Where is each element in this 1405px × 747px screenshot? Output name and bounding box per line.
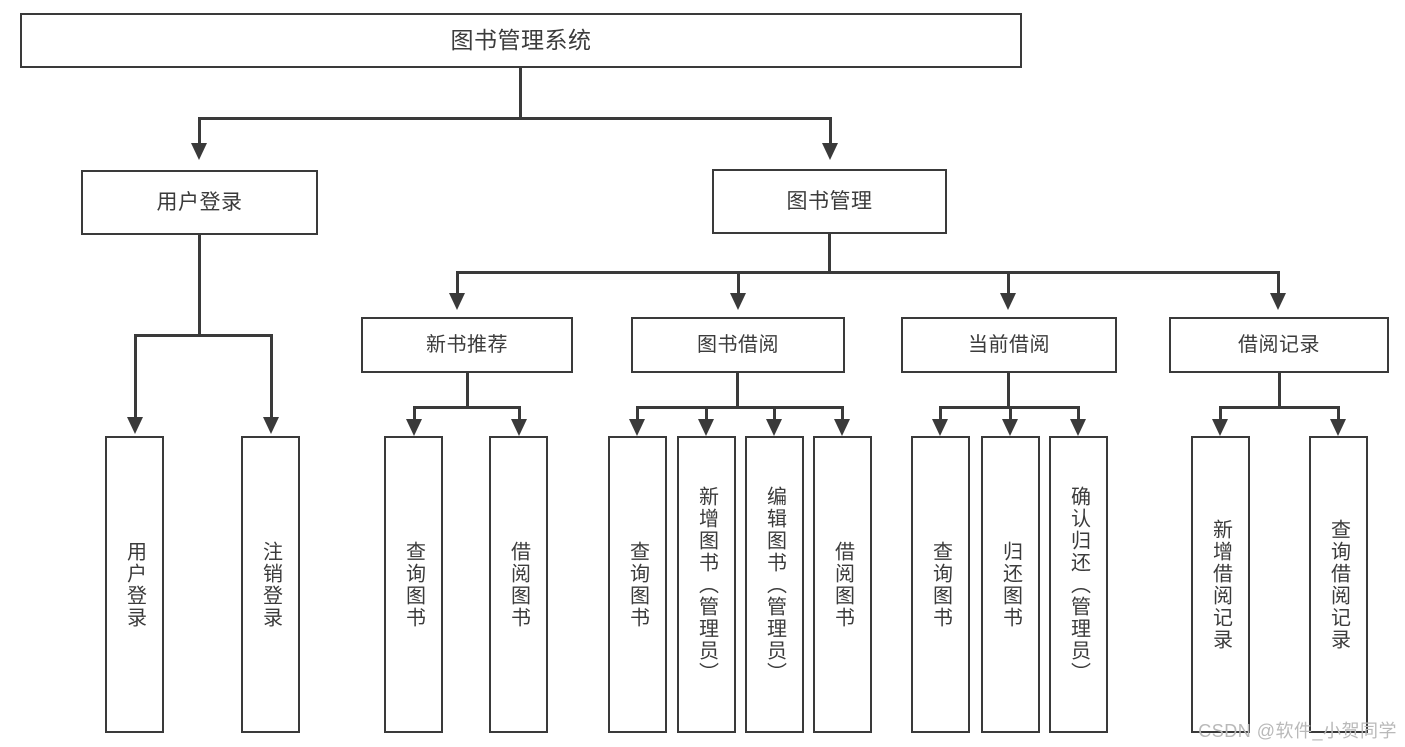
node-label: 借阅图书: [507, 540, 530, 629]
connector-bb-drop-3: [773, 406, 776, 420]
arrowhead-leaf-edit-book: [766, 419, 782, 436]
arrowhead-user-login: [191, 143, 207, 160]
connector-newbook-drop-2: [518, 406, 521, 420]
node-label: 新增借阅记录: [1209, 518, 1232, 651]
leaf-user-login[interactable]: 用户登录: [105, 436, 164, 733]
node-label: 当前借阅: [968, 333, 1050, 356]
arrowhead-leaf-borrow-book-2: [834, 419, 850, 436]
connector-bm-drop-4: [1277, 271, 1280, 295]
arrowhead-leaf-add-book: [698, 419, 714, 436]
arrowhead-borrow-record: [1270, 293, 1286, 310]
connector-user-login-bus: [134, 334, 273, 337]
connector-root-bus: [198, 117, 832, 120]
node-label: 查询图书: [929, 540, 952, 629]
connector-newbook-drop-1: [413, 406, 416, 420]
connector-bb-drop-4: [841, 406, 844, 420]
node-label: 图书管理: [786, 189, 873, 213]
connector-user-login-stem: [198, 235, 201, 335]
leaf-confirm-return-admin[interactable]: 确认归还（管理员）: [1049, 436, 1108, 733]
leaf-query-book-borrow[interactable]: 查询图书: [608, 436, 667, 733]
leaf-query-book-current[interactable]: 查询图书: [911, 436, 970, 733]
arrowhead-leaf-confirm-return: [1070, 419, 1086, 436]
node-label: 归还图书: [999, 540, 1022, 629]
leaf-return-book[interactable]: 归还图书: [981, 436, 1040, 733]
node-user-login[interactable]: 用户登录: [81, 170, 318, 235]
arrowhead-leaf-borrow-book-1: [511, 419, 527, 436]
arrowhead-leaf-user-login: [127, 417, 143, 434]
node-label: 编辑图书（管理员）: [763, 485, 786, 684]
arrowhead-leaf-query-book-3: [932, 419, 948, 436]
connector-bookborrow-bus: [636, 406, 844, 409]
connector-root-drop-left: [198, 117, 201, 145]
node-label: 查询图书: [402, 540, 425, 629]
connector-bm-drop-3: [1007, 271, 1010, 295]
node-label: 用户登录: [123, 540, 146, 629]
connector-borrowrecord-bus: [1219, 406, 1340, 409]
leaf-query-book-newbook[interactable]: 查询图书: [384, 436, 443, 733]
arrowhead-new-book: [449, 293, 465, 310]
node-label: 图书借阅: [697, 333, 779, 356]
connector-cb-drop-1: [939, 406, 942, 420]
connector-newbook-bus: [413, 406, 521, 409]
node-label: 新书推荐: [426, 333, 508, 356]
connector-borrowrecord-stem: [1278, 373, 1281, 408]
arrowhead-book-manage: [822, 143, 838, 160]
arrowhead-leaf-query-book-1: [406, 419, 422, 436]
connector-bookborrow-stem: [736, 373, 739, 408]
node-label: 用户登录: [156, 190, 243, 214]
leaf-borrow-book-borrow[interactable]: 借阅图书: [813, 436, 872, 733]
node-label: 确认归还（管理员）: [1067, 485, 1090, 684]
connector-bb-drop-2: [705, 406, 708, 420]
connector-cb-drop-2: [1009, 406, 1012, 420]
arrowhead-current-borrow: [1000, 293, 1016, 310]
node-borrow-record[interactable]: 借阅记录: [1169, 317, 1389, 373]
connector-bm-drop-2: [737, 271, 740, 295]
arrowhead-leaf-return-book: [1002, 419, 1018, 436]
node-root-system[interactable]: 图书管理系统: [20, 13, 1022, 68]
arrowhead-book-borrow: [730, 293, 746, 310]
node-new-book-recommend[interactable]: 新书推荐: [361, 317, 573, 373]
connector-bb-drop-1: [636, 406, 639, 420]
arrowhead-leaf-add-record: [1212, 419, 1228, 436]
connector-root-stem: [519, 68, 522, 118]
leaf-borrow-book-newbook[interactable]: 借阅图书: [489, 436, 548, 733]
connector-bm-drop-1: [456, 271, 459, 295]
leaf-edit-book-admin[interactable]: 编辑图书（管理员）: [745, 436, 804, 733]
leaf-add-book-admin[interactable]: 新增图书（管理员）: [677, 436, 736, 733]
connector-newbook-stem: [466, 373, 469, 408]
connector-br-drop-1: [1219, 406, 1222, 420]
connector-book-manage-bus: [456, 271, 1280, 274]
node-label: 图书管理系统: [450, 27, 592, 54]
leaf-add-borrow-record[interactable]: 新增借阅记录: [1191, 436, 1250, 733]
connector-cb-drop-3: [1077, 406, 1080, 420]
node-book-borrow[interactable]: 图书借阅: [631, 317, 845, 373]
connector-book-manage-stem: [828, 234, 831, 273]
node-label: 查询图书: [626, 540, 649, 629]
node-book-management[interactable]: 图书管理: [712, 169, 947, 234]
connector-user-login-drop-1: [134, 334, 137, 419]
node-label: 借阅图书: [831, 540, 854, 629]
node-label: 借阅记录: [1238, 333, 1320, 356]
connector-user-login-drop-2: [270, 334, 273, 419]
node-label: 查询借阅记录: [1327, 518, 1350, 651]
leaf-query-borrow-record[interactable]: 查询借阅记录: [1309, 436, 1368, 733]
connector-root-drop-right: [829, 117, 832, 145]
arrowhead-leaf-logout: [263, 417, 279, 434]
node-label: 注销登录: [259, 540, 282, 629]
arrowhead-leaf-query-record: [1330, 419, 1346, 436]
connector-currentborrow-stem: [1007, 373, 1010, 408]
node-current-borrow[interactable]: 当前借阅: [901, 317, 1117, 373]
leaf-logout[interactable]: 注销登录: [241, 436, 300, 733]
connector-br-drop-2: [1337, 406, 1340, 420]
arrowhead-leaf-query-book-2: [629, 419, 645, 436]
node-label: 新增图书（管理员）: [695, 485, 718, 684]
